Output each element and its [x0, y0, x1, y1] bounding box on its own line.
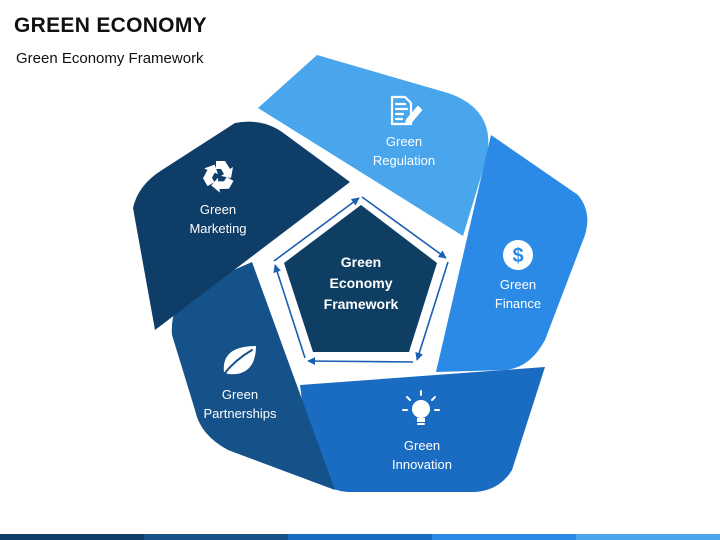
- center-framework: Green Economy Framework: [284, 205, 437, 352]
- segment-regulation-shape: [258, 55, 489, 236]
- document-pen-icon: [390, 95, 423, 126]
- segment-partnerships[interactable]: Green Partnerships: [171, 262, 335, 490]
- segment-finance-label-line2: Finance: [495, 296, 541, 311]
- leaf-icon: [223, 346, 256, 375]
- cycle-arrows: [273, 196, 449, 366]
- center-label-line3: Framework: [324, 296, 399, 312]
- bottom-color-bar: [0, 534, 720, 540]
- arrow-bottom: [307, 357, 414, 366]
- arrow-top-right: [361, 196, 447, 259]
- segment-marketing-label-line2: Marketing: [189, 221, 246, 236]
- page-subtitle: Green Economy Framework: [16, 50, 204, 67]
- segment-marketing[interactable]: Green Marketing: [133, 121, 350, 331]
- segment-innovation[interactable]: Green Innovation: [300, 367, 545, 492]
- segment-regulation-label-line2: Regulation: [373, 153, 435, 168]
- segment-marketing-shape: [133, 121, 350, 331]
- recycle-icon: [203, 161, 234, 193]
- segment-innovation-shape: [300, 367, 545, 492]
- segment-finance-label-line1: Green: [500, 277, 536, 292]
- segment-regulation-label-line1: Green: [386, 134, 422, 149]
- page-title: GREEN ECONOMY: [14, 14, 207, 37]
- segment-partnerships-shape: [171, 262, 335, 490]
- segment-partnerships-label-line1: Green: [222, 387, 258, 402]
- segment-partnerships-label-line2: Partnerships: [204, 406, 277, 421]
- dollar-icon: $: [503, 240, 533, 270]
- arrow-right-bottom: [415, 261, 449, 361]
- bottom-bar-segment: [576, 534, 720, 540]
- center-pentagon: [284, 205, 437, 352]
- segment-finance[interactable]: $ Green Finance: [436, 135, 588, 372]
- segment-innovation-label-line2: Innovation: [392, 457, 452, 472]
- segment-marketing-label-line1: Green: [200, 202, 236, 217]
- svg-text:$: $: [512, 245, 523, 267]
- center-label-line1: Green: [341, 254, 381, 270]
- segment-innovation-label-line1: Green: [404, 438, 440, 453]
- bottom-bar-segment: [288, 534, 432, 540]
- arrow-top-left: [273, 197, 360, 262]
- bottom-bar-segment: [432, 534, 576, 540]
- bottom-bar-segment: [144, 534, 288, 540]
- arrow-left-top: [273, 264, 306, 359]
- bottom-bar-segment: [0, 534, 144, 540]
- center-label-line2: Economy: [329, 275, 392, 291]
- lightbulb-icon: [402, 390, 440, 425]
- segment-regulation[interactable]: Green Regulation: [258, 55, 489, 236]
